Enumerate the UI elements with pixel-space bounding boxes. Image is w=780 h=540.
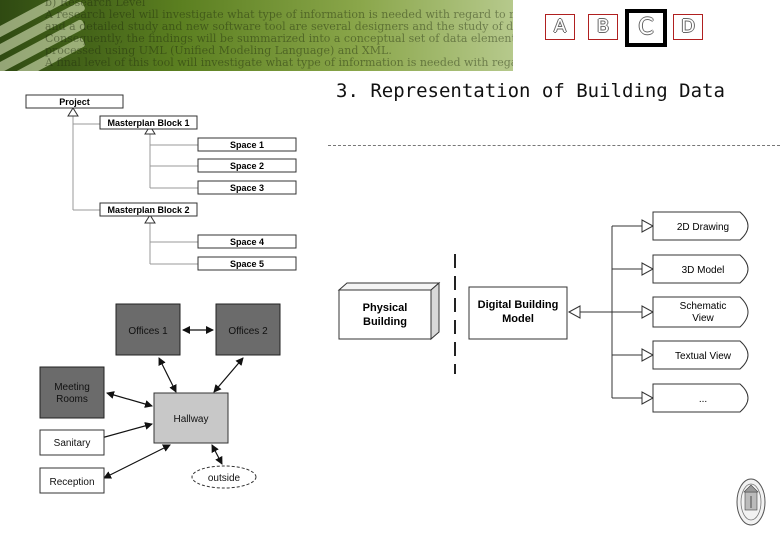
room-label: Sanitary (54, 438, 91, 449)
hierarchy-node-space-5: Space 5 (197, 256, 297, 271)
edge-reception-hallway (103, 444, 171, 479)
room-label: Meeting (54, 382, 90, 393)
hierarchy-node-space-3: Space 3 (197, 180, 297, 195)
edge-hallway-outside (211, 444, 223, 465)
box-label: Building (363, 316, 407, 328)
edge-offices1-hallway (158, 357, 177, 393)
floorplan-diagram: Offices 1 Offices 2 Meeting Rooms Hallwa… (39, 303, 281, 494)
view-schematic: Schematic View (652, 296, 749, 328)
room-label: Hallway (173, 414, 208, 425)
view-2d-drawing: 2D Drawing (652, 211, 749, 241)
university-seal-icon (736, 478, 766, 526)
room-offices-2: Offices 2 (215, 303, 281, 356)
slide-title: 3. Representation of Building Data (336, 80, 725, 102)
banner-text-line: and a detailed study and new software to… (45, 20, 513, 33)
room-label: Reception (49, 477, 94, 488)
room-label: Rooms (56, 394, 88, 405)
view-label: ... (699, 394, 707, 405)
room-meeting-rooms: Meeting Rooms (39, 366, 105, 419)
hierarchy-node-space-1: Space 1 (197, 137, 297, 152)
hierarchy-node-block-1: Masterplan Block 1 (99, 115, 198, 130)
room-reception: Reception (39, 467, 105, 494)
view-label: 2D Drawing (677, 222, 729, 233)
tab-c[interactable]: C (625, 9, 667, 47)
hierarchy-diagram: Project Masterplan Block 1 Masterplan Bl… (25, 94, 297, 271)
node-label: Space 2 (230, 161, 264, 171)
node-label: Masterplan Block 1 (107, 118, 189, 128)
view-label: View (692, 313, 714, 324)
banner-text-line: A research level will investigate what t… (45, 8, 513, 21)
view-label: Schematic (680, 301, 727, 312)
node-label: Space 4 (230, 237, 264, 247)
header-banner: b) Research Level A research level will … (0, 0, 513, 71)
node-label: Space 1 (230, 140, 264, 150)
digital-model-box: Digital Building Model (468, 286, 568, 340)
room-hallway: Hallway (153, 392, 229, 444)
physical-building-box: Physical Building (337, 281, 441, 341)
box-label: Digital Building (478, 299, 559, 311)
room-label: outside (208, 473, 241, 484)
banner-text-line: Consequently, the findings will be summa… (45, 32, 513, 45)
view-more: ... (652, 383, 749, 413)
room-sanitary: Sanitary (39, 429, 105, 456)
hierarchy-node-space-4: Space 4 (197, 234, 297, 249)
view-label: Textual View (675, 351, 732, 362)
node-label: Project (59, 97, 90, 107)
edge-meeting-hallway (106, 391, 153, 408)
node-label: Masterplan Block 2 (107, 205, 189, 215)
room-offices-1: Offices 1 (115, 303, 181, 356)
title-divider (328, 145, 780, 146)
room-outside: outside (191, 465, 257, 489)
banner-text-line: b) Research Level (45, 0, 146, 9)
tab-b[interactable]: B (588, 14, 618, 40)
box-label: Model (502, 313, 534, 325)
banner-text-line: processed using UML (Unified Modeling La… (45, 44, 392, 57)
hierarchy-node-block-2: Masterplan Block 2 (99, 202, 198, 217)
view-3d-model: 3D Model (652, 254, 749, 284)
hierarchy-node-space-2: Space 2 (197, 158, 297, 173)
node-label: Space 3 (230, 183, 264, 193)
view-textual: Textual View (652, 340, 749, 370)
banner-text-line: A final level of this tool will investig… (45, 56, 513, 69)
edge-offices2-hallway (213, 357, 244, 393)
box-label: Physical (363, 302, 408, 314)
tab-a[interactable]: A (545, 14, 575, 40)
model-flow-diagram: Physical Building Digital Building Model (337, 211, 749, 413)
tab-d[interactable]: D (673, 14, 703, 40)
room-label: Offices 2 (228, 326, 268, 337)
view-label: 3D Model (682, 265, 725, 276)
room-label: Offices 1 (128, 326, 168, 337)
hierarchy-node-project: Project (25, 94, 124, 109)
node-label: Space 5 (230, 259, 264, 269)
